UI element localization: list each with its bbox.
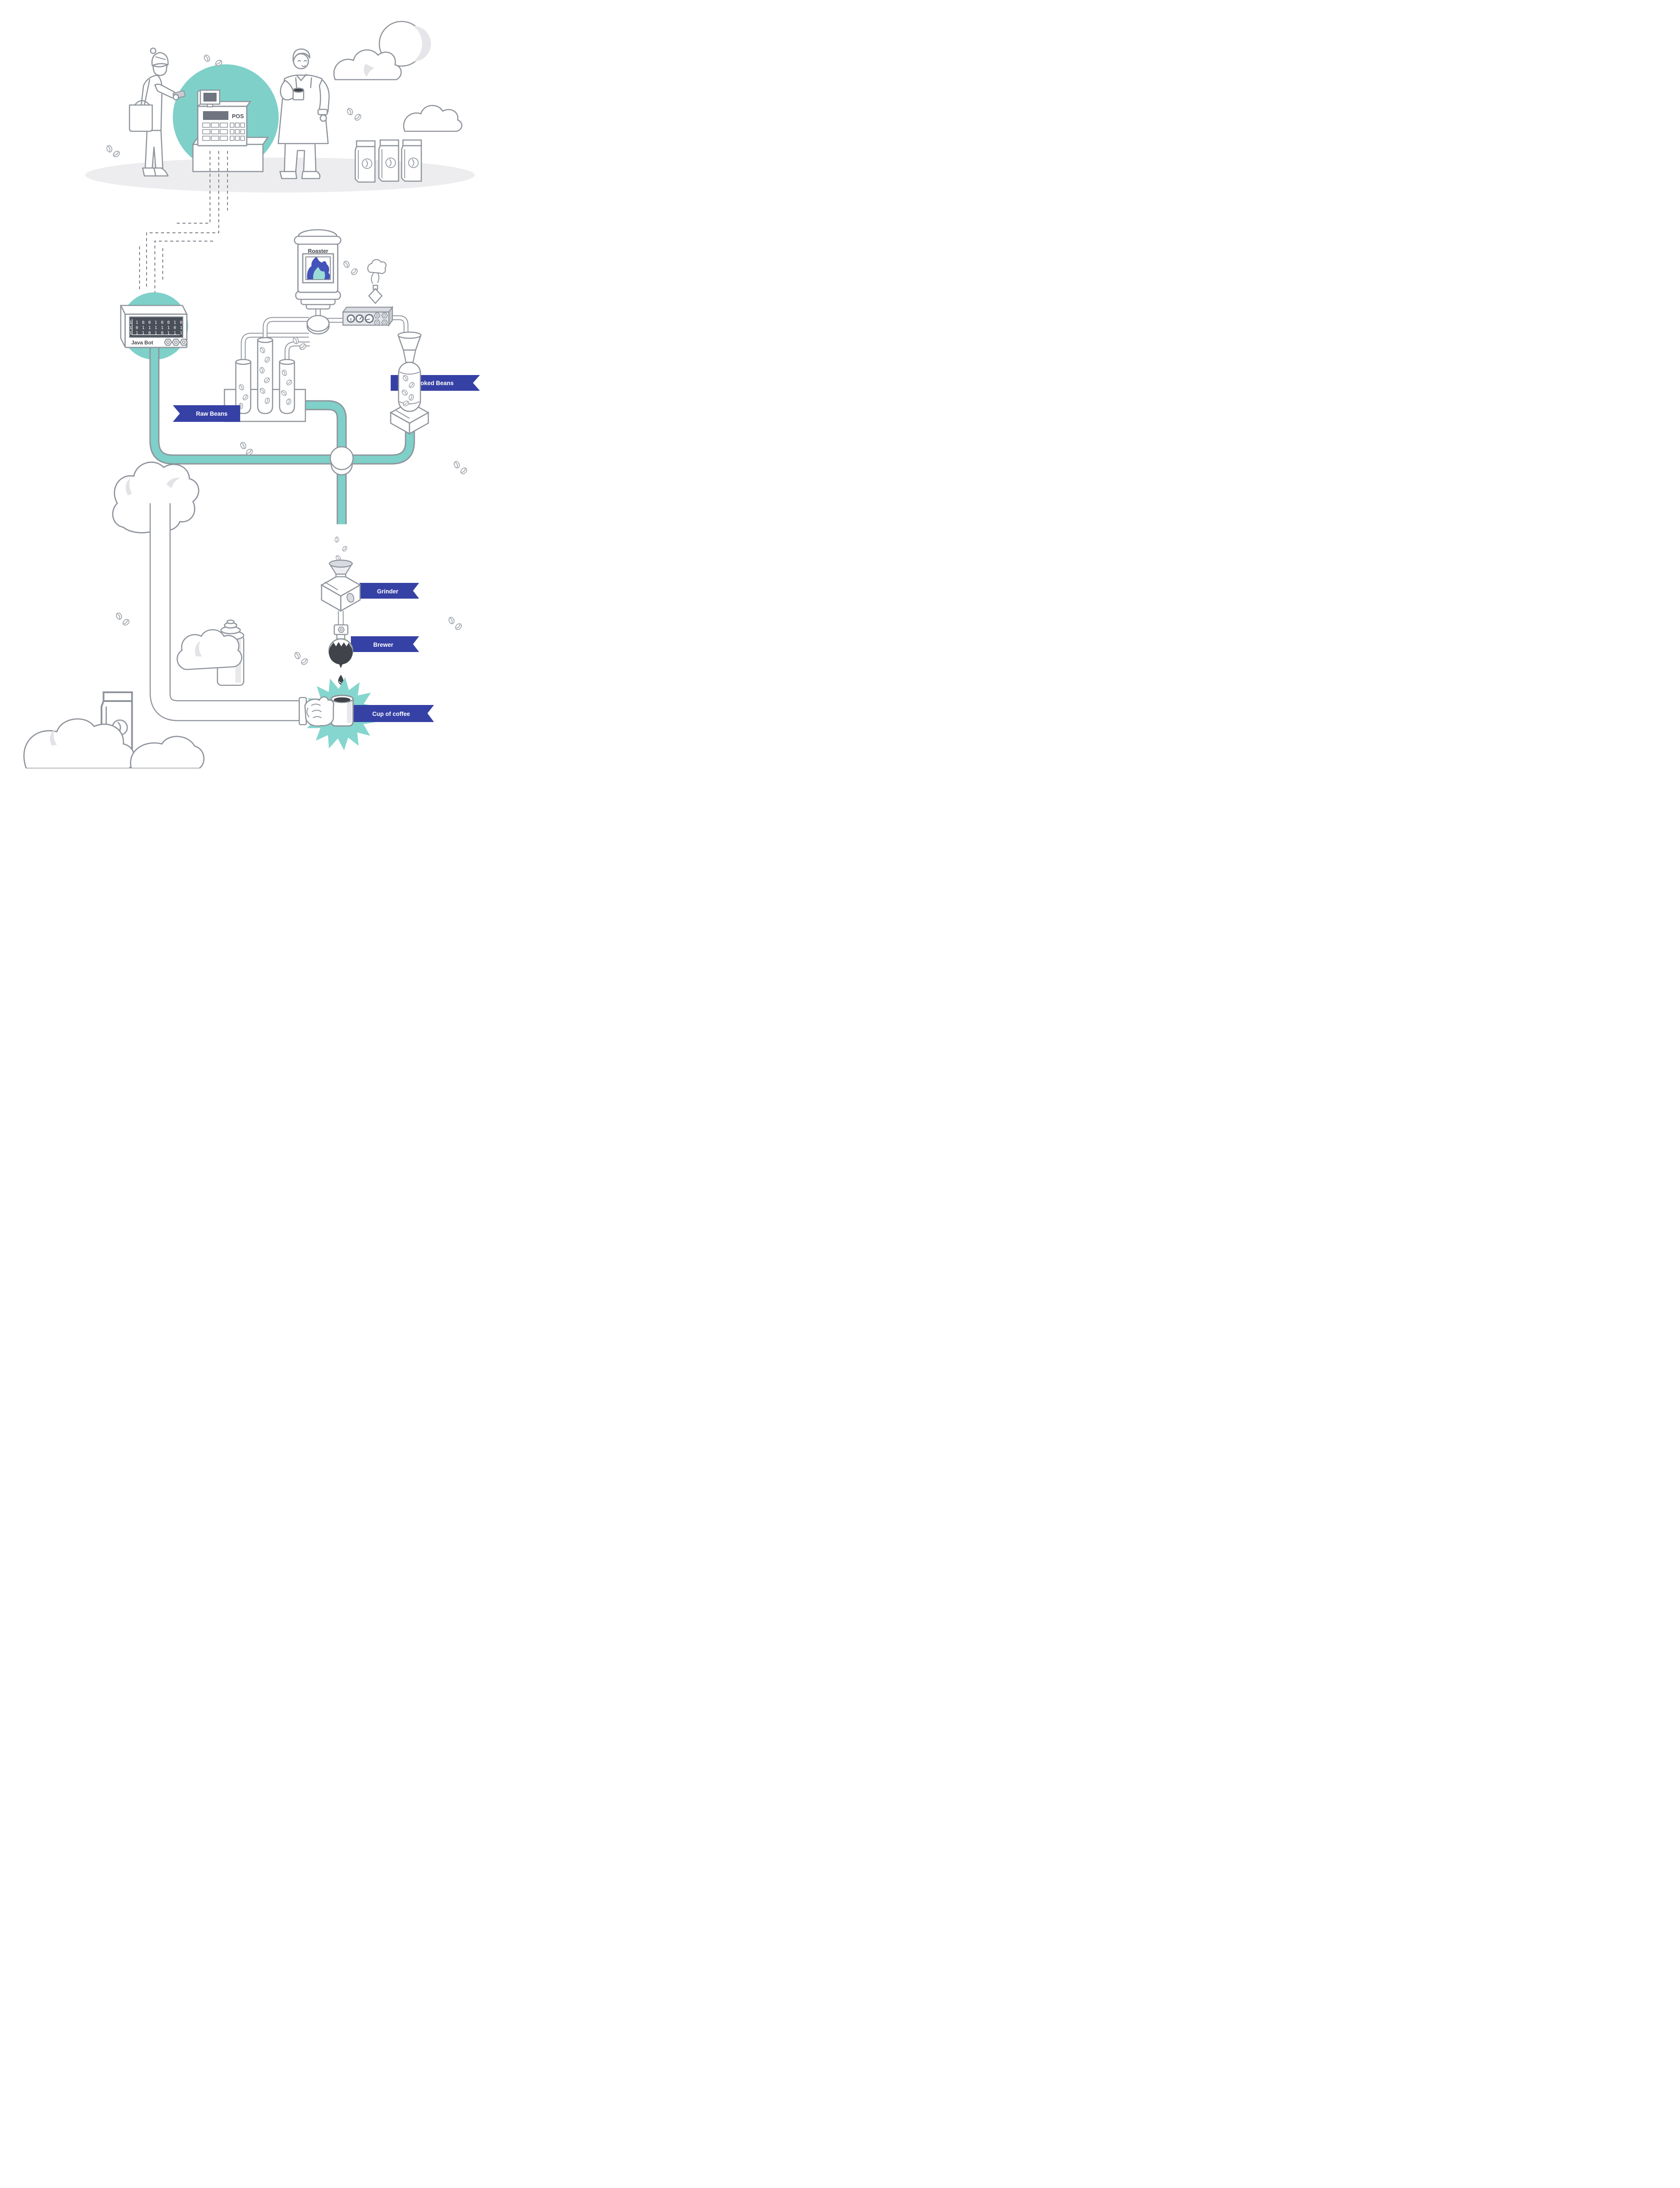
hex-nut-icon <box>381 319 388 326</box>
bean-icon <box>346 107 354 116</box>
barista-hair <box>292 48 311 62</box>
pipe-junction <box>329 446 354 476</box>
register-screen <box>203 111 228 120</box>
raw-beans-label: Raw Beans <box>196 410 228 417</box>
grinder-unit <box>320 559 361 626</box>
barista-figure <box>277 48 330 179</box>
cloud-icon <box>333 49 402 81</box>
register-keypad <box>202 123 245 141</box>
customer-face <box>152 64 168 76</box>
customer-figure <box>129 47 186 177</box>
ground-shadow <box>85 158 475 193</box>
gray-pipes <box>241 315 409 363</box>
bean-icon <box>105 144 113 153</box>
cloud-icon <box>176 629 242 670</box>
gauge-icon <box>346 314 355 323</box>
barista-shoe <box>301 171 321 179</box>
pos-register: POS <box>196 89 252 147</box>
hex-nut-icon <box>381 312 388 319</box>
bottom-clouds <box>23 718 205 768</box>
bean-icon <box>350 267 359 277</box>
customer-shoe <box>153 167 169 177</box>
brewer-unit <box>328 624 354 685</box>
falling-beans <box>334 536 348 562</box>
hex-nut-icon <box>374 312 381 319</box>
hex-nut-icon <box>338 627 345 633</box>
hex-nut-icon <box>172 338 180 346</box>
brewer-label: Brewer <box>373 642 394 648</box>
steam-icon <box>367 259 387 274</box>
bean-icon <box>448 616 455 625</box>
cloud-icon <box>403 105 462 132</box>
pompom <box>150 47 157 54</box>
beanie-hat-icon <box>151 52 169 67</box>
grinder-side-hole <box>346 593 354 603</box>
javabot-screen <box>129 316 183 338</box>
coffee-cup-icon <box>330 694 354 727</box>
roaster-label: Roaster <box>308 248 329 254</box>
javabot-binary-row: 1 1 0 0 1 0 0 1 0 <box>130 320 183 325</box>
raw-beans-banner: Raw Beans <box>173 405 240 422</box>
coffee-bag-row <box>354 139 422 183</box>
javabot-device: 1 1 0 0 1 0 0 1 0 1 0 1 1 1 1 1 0 1 1 1 … <box>119 305 188 348</box>
sky-decor <box>333 21 462 132</box>
barista-shoe <box>279 171 298 179</box>
javabot-binary-row: 1 1 1 0 1 0 1 1 1 <box>130 331 183 336</box>
bean-icon <box>459 466 469 476</box>
bean-icon <box>454 622 463 631</box>
bean-icon <box>121 617 131 627</box>
bean-icon <box>300 657 309 666</box>
data-cables-dashed <box>139 151 228 298</box>
cup-of-coffee-label: Cup of coffee <box>372 711 410 717</box>
javabot-binary-row: 1 0 1 1 1 1 1 0 1 <box>130 326 183 330</box>
bean-icon <box>353 112 363 122</box>
shopping-bag <box>129 104 153 132</box>
hex-nut-icon <box>374 319 381 326</box>
cooked-beans-label: Cooked Beans <box>413 380 454 386</box>
coffee-bag-icon <box>378 139 399 182</box>
bean-icon <box>112 150 121 158</box>
gauge-icon <box>355 314 364 323</box>
coffee-process-illustration: POS <box>0 0 560 768</box>
teal-pipes <box>149 348 415 524</box>
brewer-banner: Brewer <box>351 636 419 652</box>
bean-icon <box>342 259 351 269</box>
pos-label: POS <box>232 113 244 119</box>
cyclone-separator <box>389 331 430 435</box>
hex-nut-icon <box>179 338 188 346</box>
delivery-arm-pipe <box>150 503 303 721</box>
steam-valve <box>367 259 387 304</box>
gauge-icon <box>364 314 374 323</box>
bag-strap <box>144 79 150 106</box>
customer-hand <box>172 94 179 101</box>
robot-hand <box>298 696 334 727</box>
grinder-label: Grinder <box>377 588 399 595</box>
bean-icon <box>115 611 123 621</box>
bean-icon <box>293 651 302 660</box>
bean-icon <box>239 441 248 450</box>
javabot-label: Java Bot <box>131 340 153 346</box>
bean-icon <box>203 53 211 63</box>
illustration-canvas: POS <box>23 21 480 768</box>
coffee-bag-icon <box>401 139 422 182</box>
bean-icon <box>453 460 461 469</box>
register-monitor <box>197 89 220 108</box>
barista-left-arm <box>280 80 297 101</box>
roaster-unit: Roaster <box>294 229 342 335</box>
control-panel <box>342 259 394 327</box>
hex-nut-icon <box>164 338 172 346</box>
coffee-bag-icon <box>354 140 376 183</box>
cup-of-coffee-banner: Cup of coffee <box>353 705 434 722</box>
grinder-banner: Grinder <box>360 583 419 599</box>
